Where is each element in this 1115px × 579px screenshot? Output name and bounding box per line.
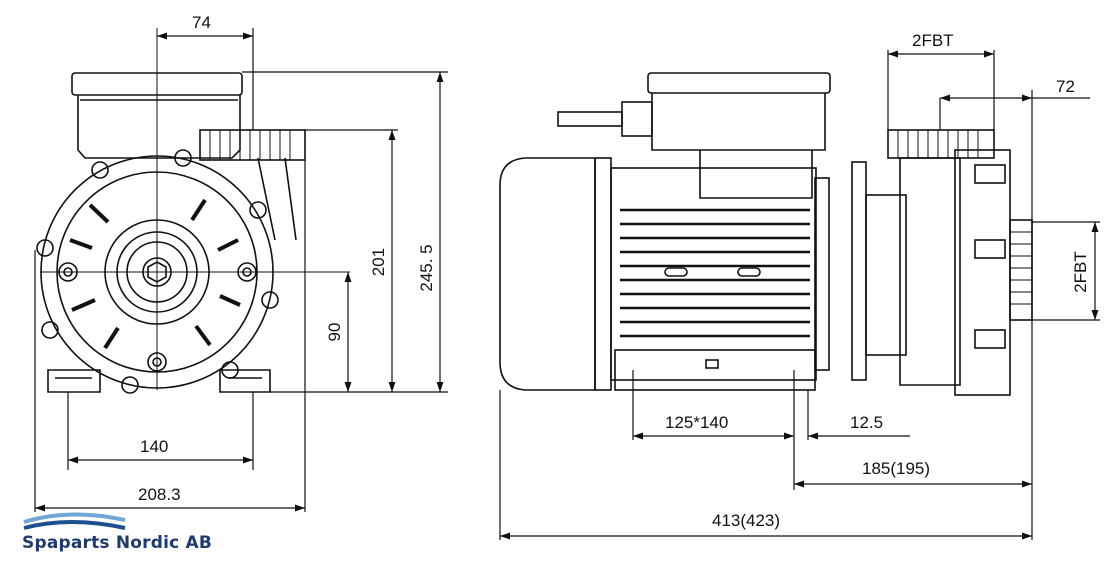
motor-body — [610, 167, 817, 381]
dim-413: 413(423) — [712, 511, 780, 530]
dim-201: 201 — [369, 248, 388, 276]
dim-245-5: 245. 5 — [417, 244, 436, 291]
dim-140: 140 — [140, 437, 168, 456]
side-view — [499, 72, 1033, 396]
dim-2fbt-side: 2FBT — [1071, 251, 1090, 293]
dim-185: 185(195) — [862, 459, 930, 478]
dim-2fbt-top: 2FBT — [912, 31, 954, 50]
dim-72: 72 — [1056, 77, 1075, 96]
dim-74: 74 — [192, 13, 211, 32]
brand-logo-waves — [23, 512, 126, 530]
mount-flange — [851, 161, 867, 381]
pump-housing — [899, 157, 961, 386]
front-view — [36, 72, 306, 394]
side-terminal-box-lid — [647, 72, 831, 94]
outlet-pipe — [257, 157, 297, 241]
dim-12-5: 12.5 — [850, 413, 883, 432]
flange-lugs — [36, 149, 279, 394]
dim-208-3: 208.3 — [138, 485, 181, 504]
foot-left — [47, 369, 101, 393]
side-outlet-thread — [887, 129, 995, 159]
dim-90: 90 — [325, 323, 344, 342]
side-inlet-thread — [1009, 219, 1033, 321]
motor-base — [614, 349, 816, 391]
dim-125x140: 125*140 — [665, 413, 728, 432]
foot-right — [219, 369, 271, 393]
terminal-box — [77, 95, 241, 159]
motor-end-cap — [499, 157, 596, 391]
outlet-thread — [199, 129, 306, 161]
cable-gland — [621, 101, 653, 137]
brand-name: Spaparts Nordic AB — [22, 533, 213, 553]
